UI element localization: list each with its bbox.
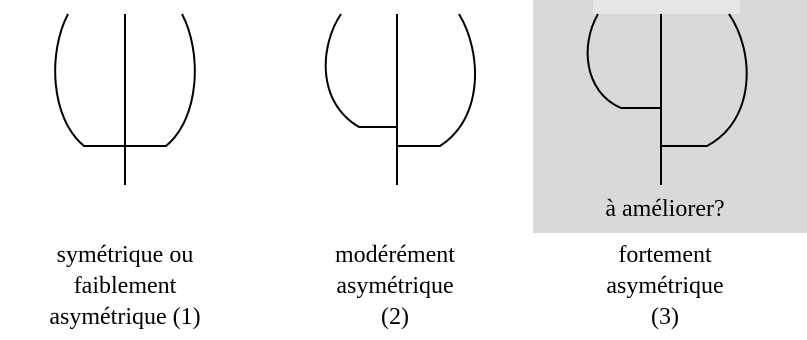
shape-moderate: [326, 14, 475, 185]
shape-strong-right-lobe: [661, 14, 747, 146]
caption-strong-line-2: asymétrique: [540, 271, 790, 302]
caption-symmetric-line-2: faiblement: [0, 271, 250, 302]
shape-moderate-right-lobe: [397, 14, 475, 146]
shape-strong: [588, 14, 747, 185]
caption-symmetric: symétrique ou faiblement asymétrique (1): [0, 240, 250, 333]
improvement-note: à améliorer?: [540, 194, 790, 225]
caption-moderate-line-3: (2): [270, 302, 520, 333]
caption-moderate-line-2: asymétrique: [270, 271, 520, 302]
caption-moderate: modérément asymétrique (2): [270, 240, 520, 333]
caption-strong-line-3: (3): [540, 302, 790, 333]
caption-moderate-line-1: modérément: [270, 240, 520, 271]
shape-strong-left-lobe: [588, 14, 661, 108]
caption-symmetric-line-3: asymétrique (1): [0, 302, 250, 333]
shape-symmetric: [55, 14, 195, 185]
shape-moderate-left-lobe: [326, 14, 397, 127]
caption-strong-line-1: fortement: [540, 240, 790, 271]
caption-strong: fortement asymétrique (3): [540, 240, 790, 333]
caption-symmetric-line-1: symétrique ou: [0, 240, 250, 271]
